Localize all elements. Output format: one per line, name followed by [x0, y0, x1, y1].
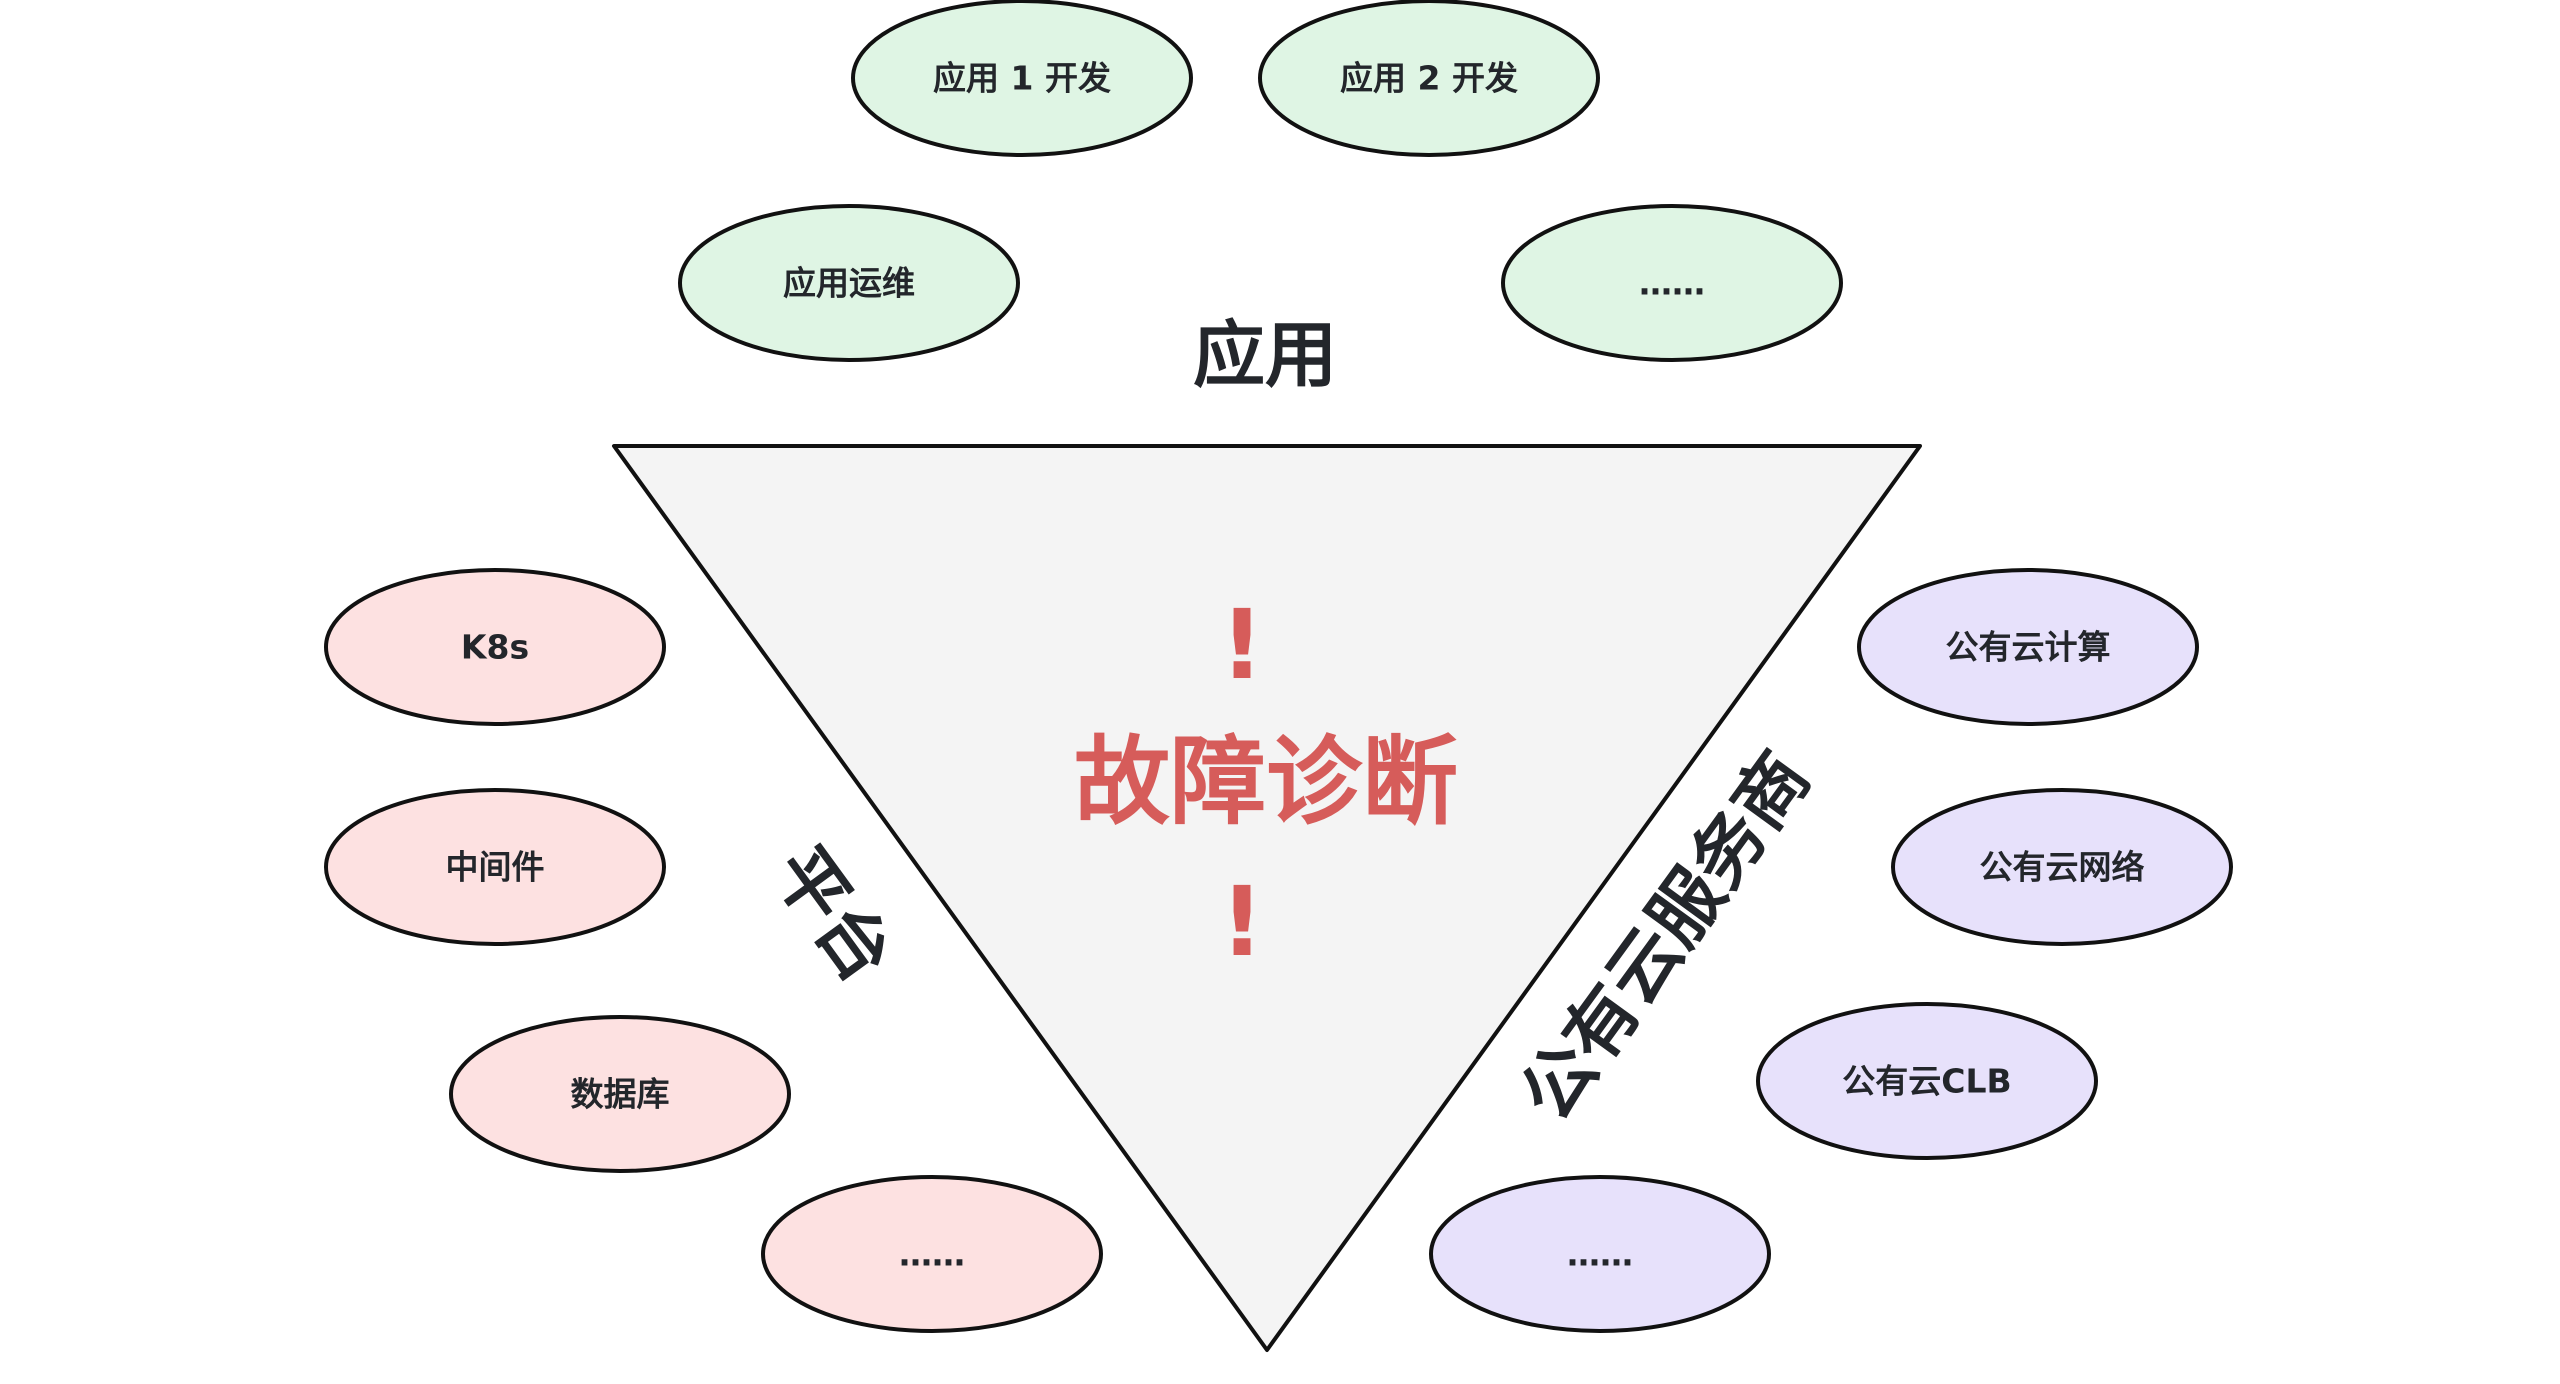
application-node: 应用 2 开发	[1258, 0, 1600, 157]
node-label: 应用 2 开发	[1340, 59, 1518, 98]
center-mark-bottom: !	[1220, 866, 1264, 978]
section-label-application: 应用	[1193, 313, 1337, 397]
node-label: ……	[1639, 264, 1705, 303]
node-label: 应用 1 开发	[933, 59, 1111, 98]
node-label: 公有云计算	[1946, 628, 2111, 667]
platform-node: ……	[761, 1175, 1103, 1333]
section-label-platform: 平台	[757, 831, 910, 997]
application-node: 应用 1 开发	[851, 0, 1193, 157]
node-label: ……	[899, 1235, 965, 1274]
node-label: 应用运维	[783, 264, 915, 303]
platform-node: 中间件	[324, 788, 666, 946]
node-label: 公有云CLB	[1842, 1062, 2011, 1101]
node-label: K8s	[461, 628, 529, 667]
cloud-node: 公有云CLB	[1756, 1002, 2098, 1160]
node-label: 数据库	[571, 1075, 670, 1114]
node-ellipse	[1857, 568, 2199, 726]
node-ellipse	[678, 204, 1020, 362]
node-ellipse	[1429, 1175, 1771, 1333]
node-label: 公有云网络	[1980, 848, 2145, 887]
node-ellipse	[324, 788, 666, 946]
node-ellipse	[761, 1175, 1103, 1333]
node-ellipse	[1756, 1002, 2098, 1160]
node-ellipse	[1891, 788, 2233, 946]
node-ellipse	[449, 1015, 791, 1173]
application-node: 应用运维	[678, 204, 1020, 362]
platform-node: 数据库	[449, 1015, 791, 1173]
application-node: ……	[1501, 204, 1843, 362]
center-mark-top: !	[1220, 589, 1264, 701]
node-ellipse	[324, 568, 666, 726]
center-title: 故障诊断	[1074, 726, 1458, 838]
platform-node: K8s	[324, 568, 666, 726]
node-ellipse	[1258, 0, 1600, 157]
node-ellipse	[1501, 204, 1843, 362]
node-label: 中间件	[446, 848, 545, 887]
cloud-node: 公有云计算	[1857, 568, 2199, 726]
node-ellipse	[851, 0, 1193, 157]
cloud-node: 公有云网络	[1891, 788, 2233, 946]
cloud-node: ……	[1429, 1175, 1771, 1333]
node-label: ……	[1567, 1235, 1633, 1274]
diagnosis-triangle	[612, 444, 1922, 1352]
